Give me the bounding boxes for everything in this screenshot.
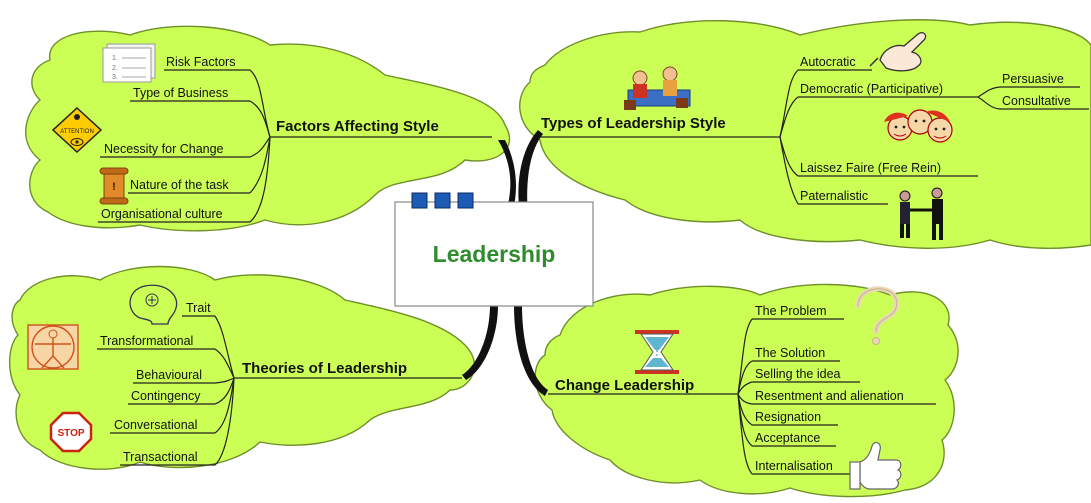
- head-icon: [129, 284, 178, 325]
- change-selling-idea: Selling the idea: [755, 367, 841, 381]
- attention-sign-text: ATTENTION: [60, 129, 94, 135]
- factor-risk-factors: Risk Factors: [166, 55, 235, 69]
- question-mark-icon: [855, 286, 900, 345]
- theory-contingency: Contingency: [131, 389, 201, 403]
- trunk-types: [518, 130, 543, 215]
- types-cloud: [519, 19, 1091, 249]
- type-laissez-faire: Laissez Faire (Free Rein): [800, 161, 941, 175]
- change-cloud: [534, 283, 959, 498]
- type-autocratic: Autocratic: [800, 55, 856, 69]
- center-box: [394, 201, 594, 307]
- change-resignation: Resignation: [755, 410, 821, 424]
- hourglass-icon: [635, 330, 679, 374]
- change-title: Change Leadership: [555, 377, 694, 394]
- type-persuasive: Persuasive: [1002, 72, 1064, 86]
- change-internalisation: Internalisation: [755, 459, 833, 473]
- factor-type-of-business: Type of Business: [133, 86, 228, 100]
- factor-nature-of-task: Nature of the task: [130, 178, 229, 192]
- trunk-change: [514, 305, 548, 396]
- svg-text:1.: 1.: [112, 55, 118, 62]
- pointing-hand-icon: [869, 32, 927, 72]
- checklist-icon: 1. 2. 3.: [102, 43, 156, 83]
- trunk-factors: [498, 140, 516, 215]
- center-square-1: [411, 192, 428, 209]
- theories-cloud: [9, 265, 476, 470]
- type-democratic: Democratic (Participative): [800, 82, 943, 96]
- theory-trait: Trait: [186, 301, 211, 315]
- center-title: Leadership: [433, 241, 556, 267]
- stop-sign-text: STOP: [57, 428, 84, 439]
- handshake-icon: [899, 187, 943, 240]
- factors-title: Factors Affecting Style: [276, 118, 439, 135]
- attention-sign-icon: ATTENTION: [51, 106, 103, 154]
- center-square-3: [457, 192, 474, 209]
- factor-organisational-culture: Organisational culture: [101, 207, 223, 221]
- theory-conversational: Conversational: [114, 418, 197, 432]
- trunk-theories: [462, 305, 498, 380]
- change-acceptance: Acceptance: [755, 431, 820, 445]
- type-consultative: Consultative: [1002, 94, 1071, 108]
- center-square-2: [434, 192, 451, 209]
- types-title: Types of Leadership Style: [541, 115, 726, 132]
- change-the-solution: The Solution: [755, 346, 825, 360]
- change-resentment: Resentment and alienation: [755, 389, 904, 403]
- svg-text:3.: 3.: [112, 74, 118, 81]
- svg-text:!: !: [112, 181, 116, 193]
- theories-title: Theories of Leadership: [242, 360, 407, 377]
- group-faces-icon: [884, 109, 953, 143]
- svg-text:2.: 2.: [112, 65, 118, 72]
- theory-behavioural: Behavioural: [136, 368, 202, 382]
- theory-transformational: Transformational: [100, 334, 193, 348]
- meeting-icon: [624, 66, 691, 110]
- stop-sign-icon: STOP: [49, 411, 93, 453]
- theory-transactional: Transactional: [123, 450, 198, 464]
- change-the-problem: The Problem: [755, 304, 827, 318]
- vitruvian-man-icon: [27, 324, 79, 370]
- type-paternalistic: Paternalistic: [800, 189, 868, 203]
- scroll-icon: !: [99, 167, 129, 205]
- factor-necessity-for-change: Necessity for Change: [104, 142, 224, 156]
- thumbs-up-icon: [849, 441, 902, 490]
